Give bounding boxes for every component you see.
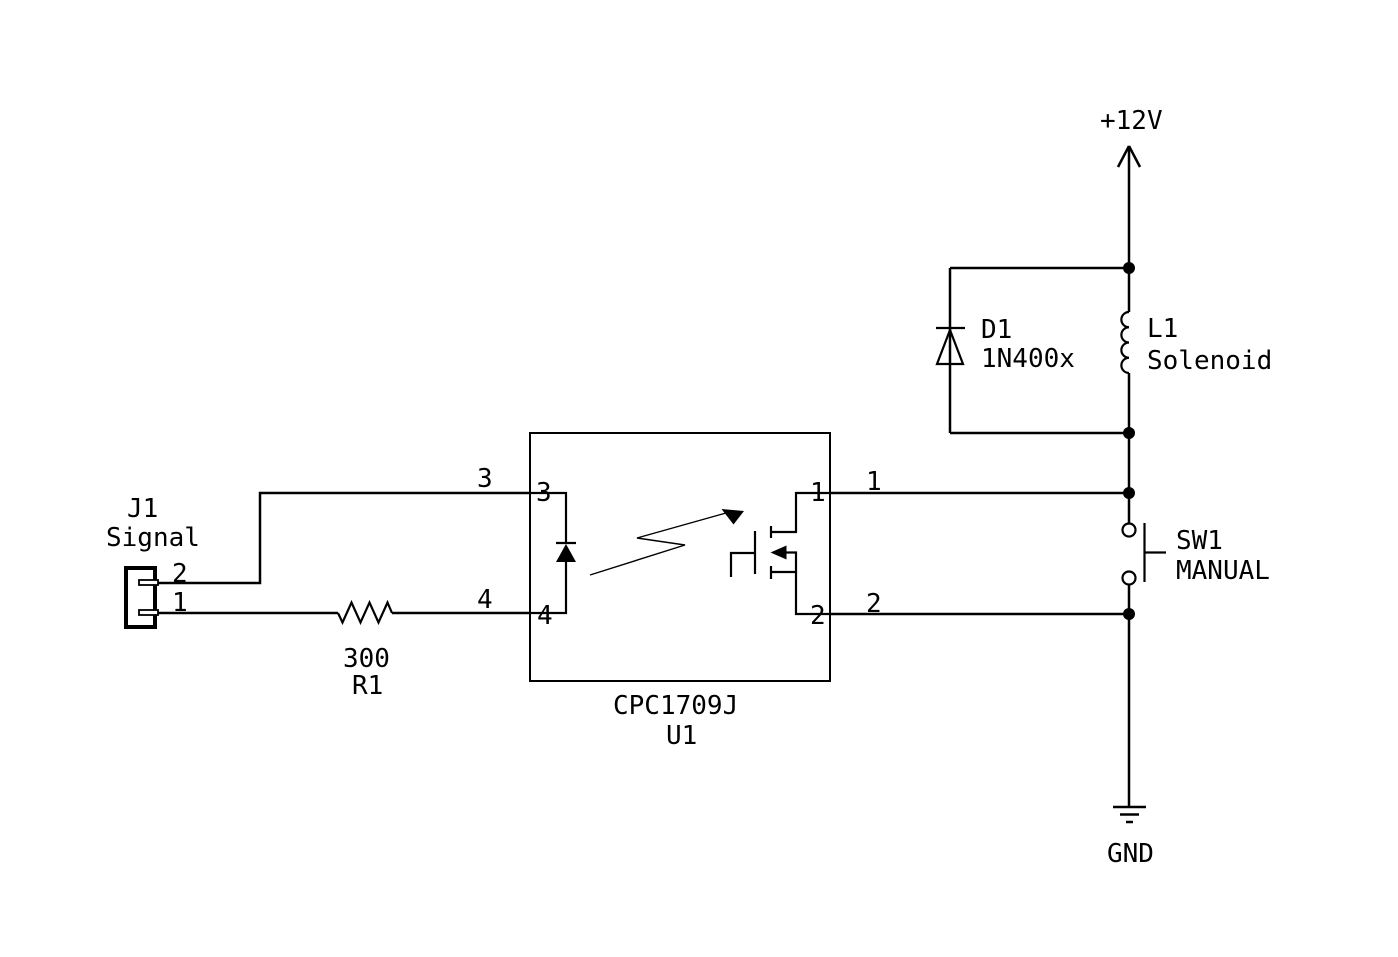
inductor-coil-icon — [1120, 310, 1130, 375]
diode-value: 1N400x — [981, 344, 1075, 374]
connector-pin2-number: 2 — [172, 559, 188, 589]
switch-value: MANUAL — [1176, 556, 1270, 586]
diode-ref: D1 — [981, 315, 1012, 345]
junction-dots — [1123, 262, 1135, 620]
power-arrow-up-icon — [1116, 145, 1142, 168]
output-wires: 1 2 — [830, 433, 1131, 619]
ic-value: CPC1709J — [613, 691, 738, 721]
switch-sw1: SW1 MANUAL — [1121, 493, 1270, 614]
wire-label-1: 1 — [866, 467, 882, 497]
junction-dot — [1123, 427, 1135, 439]
resistor-ref: R1 — [352, 671, 383, 701]
ic-led-icon — [530, 491, 576, 615]
ic-ref: U1 — [666, 721, 697, 751]
connector-ref: J1 — [127, 494, 158, 524]
resistor-value: 300 — [343, 644, 390, 674]
switch-ref: SW1 — [1176, 526, 1223, 556]
wire-j1pin2-to-u1pin3 — [158, 491, 530, 585]
connector-pin1-pad — [138, 609, 159, 616]
ground-node: GND — [1107, 614, 1154, 869]
inductor-ref: L1 — [1147, 314, 1178, 344]
ic-pin2-number: 2 — [810, 601, 826, 631]
inductor-l1: L1 Solenoid — [1120, 268, 1272, 433]
ic-pin1-number: 1 — [810, 478, 826, 508]
switch-symbol-icon — [1121, 522, 1166, 586]
resistor-r1: 300 R1 — [337, 599, 394, 701]
connector-body — [124, 566, 157, 629]
power-rail-label: +12V — [1100, 106, 1163, 136]
wire-label-4: 4 — [477, 585, 493, 615]
ground-symbol-icon — [1113, 805, 1146, 824]
wire-label-2: 2 — [866, 589, 882, 619]
diode-symbol-icon — [935, 326, 965, 366]
signal-wires: 3 4 — [158, 464, 530, 615]
ic-body — [529, 432, 831, 682]
junction-dot — [1123, 262, 1135, 274]
ic-pin4-number: 4 — [537, 601, 553, 631]
connector-pin1-number: 1 — [172, 588, 188, 618]
ic-coupling-arrow-icon — [589, 509, 744, 576]
resistor-symbol-icon — [337, 599, 394, 626]
ground-label: GND — [1107, 839, 1154, 869]
diode-d1: D1 1N400x — [935, 266, 1129, 435]
junction-dot — [1123, 487, 1135, 499]
junction-dot — [1123, 608, 1135, 620]
connector-pin2-pad — [138, 579, 159, 586]
ic-u1: 3 4 1 2 CPC1709J U1 — [529, 432, 831, 751]
inductor-value: Solenoid — [1147, 346, 1272, 376]
ic-mosfet-icon — [729, 491, 830, 616]
power-rail-12v: +12V — [1100, 106, 1163, 268]
connector-j1: J1 Signal 2 1 — [106, 494, 200, 629]
connector-value: Signal — [106, 523, 200, 553]
wire-label-3: 3 — [477, 464, 493, 494]
ic-pin3-number: 3 — [536, 478, 552, 508]
